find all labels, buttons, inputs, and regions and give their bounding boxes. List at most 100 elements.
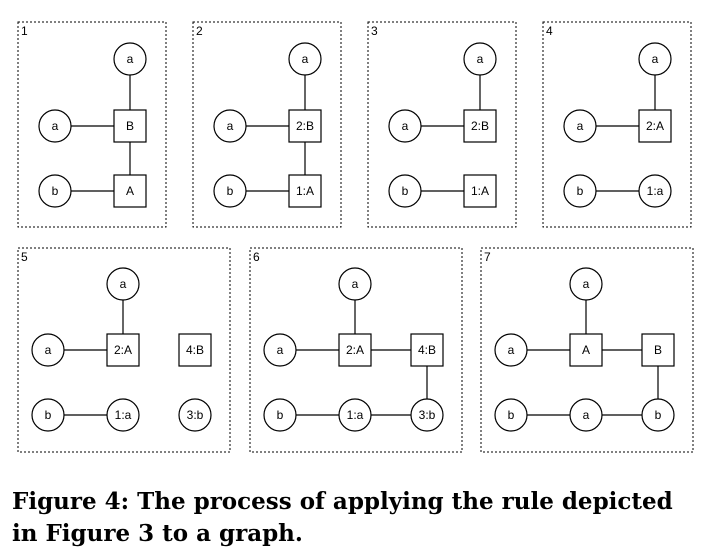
- panel-number: 3: [371, 24, 378, 38]
- node-label: 1:a: [647, 184, 664, 198]
- node-square: [338, 333, 372, 367]
- node-circle: [388, 109, 422, 143]
- panel-number: 2: [196, 24, 203, 38]
- node-top: a: [569, 267, 603, 301]
- node-circle: [638, 42, 672, 76]
- node-circle: [641, 398, 675, 432]
- node-square: [288, 109, 322, 143]
- node-circle: [410, 398, 444, 432]
- node-circle: [113, 42, 147, 76]
- panel-border: [367, 21, 517, 228]
- panel-border: [17, 21, 167, 228]
- node-label: B: [654, 343, 662, 357]
- panel-number: 1: [21, 24, 28, 38]
- node-botmid: 1:a: [638, 174, 672, 208]
- node-right: B: [641, 333, 675, 367]
- node-circle: [106, 398, 140, 432]
- node-label: a: [402, 119, 409, 133]
- node-label: 3:b: [187, 408, 204, 422]
- node-left: a: [563, 109, 597, 143]
- node-label: a: [352, 277, 359, 291]
- node-square: [113, 109, 147, 143]
- node-label: 3:b: [419, 408, 436, 422]
- node-top: a: [113, 42, 147, 76]
- node-circle: [213, 174, 247, 208]
- node-label: 1:a: [115, 408, 132, 422]
- node-label: b: [655, 408, 662, 422]
- node-label: a: [52, 119, 59, 133]
- panel-number: 7: [484, 250, 491, 264]
- node-botmid: 1:a: [338, 398, 372, 432]
- node-circle: [213, 109, 247, 143]
- node-botright: 3:b: [178, 398, 212, 432]
- node-botleft: b: [31, 398, 65, 432]
- node-circle: [494, 398, 528, 432]
- node-botmid: 1:a: [106, 398, 140, 432]
- node-mid: A: [569, 333, 603, 367]
- node-label: b: [227, 184, 234, 198]
- node-circle: [338, 398, 372, 432]
- node-botleft: b: [38, 174, 72, 208]
- node-botleft: b: [563, 174, 597, 208]
- node-circle: [563, 109, 597, 143]
- node-label: 4:B: [418, 343, 436, 357]
- node-label: a: [227, 119, 234, 133]
- node-left: a: [213, 109, 247, 143]
- node-label: b: [402, 184, 409, 198]
- node-label: a: [577, 119, 584, 133]
- node-label: b: [52, 184, 59, 198]
- node-label: A: [126, 184, 134, 198]
- node-square: [641, 333, 675, 367]
- node-top: a: [338, 267, 372, 301]
- node-label: a: [127, 52, 134, 66]
- node-circle: [563, 174, 597, 208]
- node-circle: [288, 42, 322, 76]
- node-label: 2:A: [346, 343, 364, 357]
- node-square: [463, 109, 497, 143]
- node-label: A: [582, 343, 590, 357]
- node-left: a: [263, 333, 297, 367]
- node-square: [463, 174, 497, 208]
- panel-border: [249, 247, 463, 453]
- node-circle: [494, 333, 528, 367]
- node-circle: [569, 267, 603, 301]
- node-label: a: [583, 277, 590, 291]
- panel-border: [17, 247, 231, 453]
- node-botleft: b: [263, 398, 297, 432]
- node-label: 2:B: [296, 119, 314, 133]
- node-circle: [178, 398, 212, 432]
- node-label: a: [45, 343, 52, 357]
- node-label: a: [508, 343, 515, 357]
- figure-caption: Figure 4: The process of applying the ru…: [12, 488, 673, 547]
- panel-border: [192, 21, 342, 228]
- node-square: [106, 333, 140, 367]
- node-label: 4:B: [186, 343, 204, 357]
- node-label: b: [508, 408, 515, 422]
- node-top: a: [463, 42, 497, 76]
- panel-border: [480, 247, 694, 453]
- node-botleft: b: [388, 174, 422, 208]
- node-circle: [338, 267, 372, 301]
- node-label: b: [277, 408, 284, 422]
- node-circle: [106, 267, 140, 301]
- node-label: 2:B: [471, 119, 489, 133]
- node-top: a: [638, 42, 672, 76]
- node-top: a: [106, 267, 140, 301]
- node-circle: [463, 42, 497, 76]
- node-label: a: [277, 343, 284, 357]
- node-mid: 2:B: [288, 109, 322, 143]
- node-left: a: [388, 109, 422, 143]
- node-circle: [38, 109, 72, 143]
- node-left: a: [31, 333, 65, 367]
- node-circle: [263, 398, 297, 432]
- node-botleft: b: [213, 174, 247, 208]
- node-square: [410, 333, 444, 367]
- node-label: 1:A: [296, 184, 314, 198]
- node-circle: [569, 398, 603, 432]
- node-right: 4:B: [410, 333, 444, 367]
